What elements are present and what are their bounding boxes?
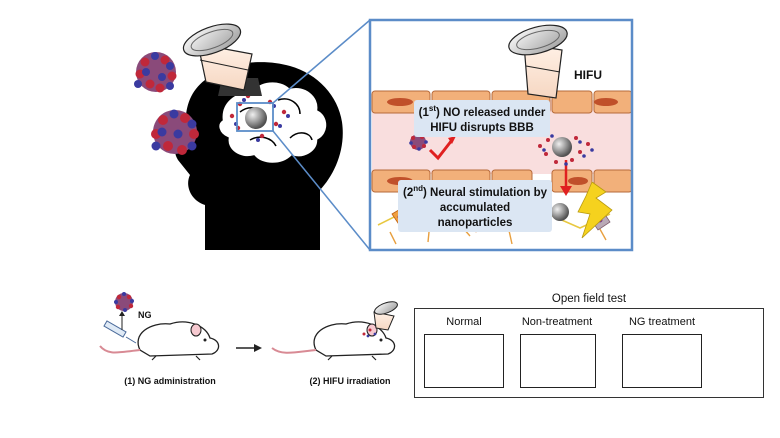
callout-first-line2: HIFU disrupts BBB <box>430 121 534 134</box>
zoom-line-bottom <box>272 130 371 251</box>
open-field-group-normal: Normal <box>446 316 482 328</box>
callout-second-step: (2nd) Neural stimulation by accumulated … <box>398 180 552 232</box>
arrow-right-icon <box>236 344 262 352</box>
open-field-frame <box>414 308 764 398</box>
syringe-icon <box>103 320 137 344</box>
check-arrow-tip <box>448 136 456 144</box>
open-field-group-ng-treatment: NG treatment <box>628 316 696 328</box>
open-field-title: Open field test <box>551 293 627 305</box>
arena-non-treatment <box>520 334 596 388</box>
callout-first-line1: (1st) NO released under <box>418 104 546 119</box>
callout-second-line1: (2nd) Neural stimulation by <box>402 184 547 199</box>
ng-label: NG <box>138 310 152 320</box>
callout-first-ordinal: 1 <box>422 106 429 119</box>
callout-second-ordinal: 2 <box>406 186 414 199</box>
zoom-box-small <box>236 102 274 132</box>
step1-label: (1) NG administration <box>124 376 216 386</box>
callout-first-text: NO released under <box>439 106 546 119</box>
nanoparticle-cluster-large-2 <box>151 109 199 155</box>
callout-first-sup: st <box>428 104 437 113</box>
arrow-up-icon <box>119 311 125 316</box>
zoom-line-top <box>272 19 371 104</box>
arena-normal <box>424 334 504 388</box>
callout-first-step: (1st) NO released under HIFU disrupts BB… <box>414 100 550 137</box>
hifu-transducer-mouse <box>362 301 398 338</box>
nanoparticle-cluster-large-1 <box>134 52 177 93</box>
ng-nanoparticle <box>114 292 134 312</box>
step2-label: (2) HIFU irradiation <box>309 376 391 386</box>
mouse-2 <box>271 321 396 361</box>
open-field-group-non-treatment: Non-treatment <box>521 316 593 328</box>
lightning-icon <box>577 181 613 239</box>
hifu-label: HIFU <box>574 68 602 82</box>
arena-ng-treatment <box>622 334 702 388</box>
hifu-transducer-head <box>182 23 262 96</box>
callout-second-sup: nd <box>413 184 424 193</box>
releasing-nanoparticle <box>538 134 594 166</box>
callout-second-text: Neural stimulation by <box>426 186 547 199</box>
check-icon <box>428 139 454 161</box>
mouse-1 <box>99 321 220 361</box>
zoom-panel-frame <box>368 18 634 252</box>
hifu-transducer-zoom <box>508 24 568 99</box>
callout-second-line2: accumulated nanoparticles <box>437 201 513 229</box>
